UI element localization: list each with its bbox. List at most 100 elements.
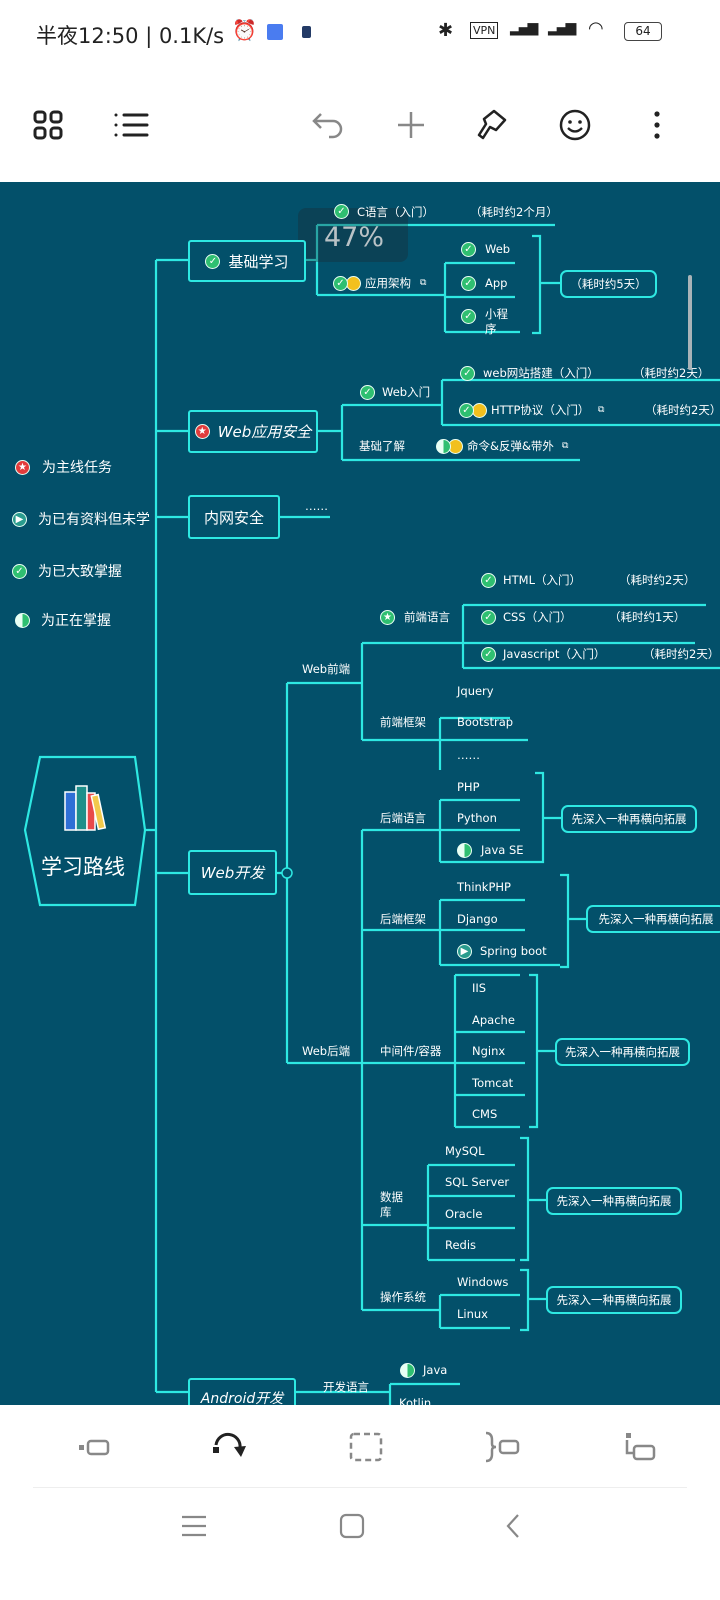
root-node-shape[interactable] [23, 755, 147, 907]
cat-icon [302, 26, 311, 38]
check-icon: ✓ [12, 564, 27, 579]
legend-main-task: 为主线任务 [42, 460, 112, 476]
node-backend-fw[interactable]: 后端框架 [380, 912, 426, 926]
alarm-icon: ⏰ [232, 18, 257, 42]
books-icon [64, 783, 112, 831]
bottom-toolbar [0, 1405, 720, 1600]
summary-advice[interactable]: 先深入一种再横向拓展 [561, 805, 697, 833]
wifi-icon: ◠ [588, 18, 604, 39]
summary-arch-time[interactable]: （耗时约5天） [560, 270, 657, 298]
node-web-site[interactable]: web网站搭建（入门） [483, 366, 599, 380]
node-dev-language[interactable]: 开发语言 [323, 1380, 369, 1394]
time-note: （耗时约2个月） [470, 205, 558, 219]
list-item[interactable]: Java [423, 1363, 448, 1377]
list-item[interactable]: Django [457, 912, 498, 926]
node-middleware[interactable]: 中间件/容器 [380, 1044, 442, 1058]
boundary-icon[interactable] [346, 1429, 386, 1465]
grid-icon[interactable] [30, 107, 66, 143]
relationship-icon[interactable] [210, 1429, 250, 1465]
check-icon: ✓ [205, 253, 221, 269]
list-item[interactable]: CMS [472, 1107, 498, 1121]
node-mini-program[interactable]: 小程序 [485, 307, 508, 336]
more-icon[interactable] [639, 107, 675, 143]
node-database[interactable]: 数据库 [380, 1190, 403, 1219]
outline-icon[interactable] [113, 107, 149, 143]
emoji-icon[interactable] [557, 107, 593, 143]
list-item[interactable]: Redis [445, 1238, 477, 1252]
collapse-toggle[interactable] [281, 867, 293, 879]
node-os[interactable]: 操作系统 [380, 1290, 426, 1304]
node-basics[interactable]: 基础了解 [359, 439, 405, 453]
check-icon: ✓ [481, 647, 496, 662]
mindmap-canvas[interactable]: 47% ★ 为主线任务 ▶ 为已有资料但未学 ✓ 为已大致掌握 为正在掌握 学习… [0, 182, 720, 1405]
list-item[interactable]: Tomcat [472, 1076, 514, 1090]
node-basic-learning[interactable]: ✓基础学习 [188, 240, 306, 282]
insert-sibling-icon[interactable] [74, 1429, 114, 1465]
node-web[interactable]: Web [485, 242, 511, 256]
summary-advice[interactable]: 先深入一种再横向拓展 [586, 905, 720, 933]
node-css[interactable]: CSS（入门） [503, 610, 572, 624]
summary-advice[interactable]: 先深入一种再横向拓展 [546, 1286, 682, 1314]
play-icon: ▶ [457, 944, 472, 959]
undo-icon[interactable] [310, 107, 346, 143]
red-star-icon: ★ [15, 460, 30, 475]
node-label: Web开发 [200, 864, 265, 882]
list-item[interactable]: …… [457, 748, 480, 762]
insert-child-icon[interactable] [620, 1429, 660, 1465]
check-icon: ✓ [481, 610, 496, 625]
link-icon[interactable]: ⧉ [598, 405, 605, 415]
summary-label: 先深入一种再横向拓展 [556, 1194, 672, 1208]
node-app-architecture[interactable]: 应用架构 [365, 276, 411, 290]
node-frontend-fw[interactable]: 前端框架 [380, 715, 426, 729]
node-frontend-lang[interactable]: 前端语言 [404, 610, 450, 624]
check-icon: ✓ [461, 242, 476, 257]
style-brush-icon[interactable] [474, 107, 510, 143]
list-item[interactable]: Windows [457, 1275, 509, 1289]
node-cmd[interactable]: 命令&反弹&带外 [467, 439, 554, 453]
node-c-language[interactable]: C语言（入门） [357, 205, 435, 219]
node-web-intro[interactable]: Web入门 [382, 385, 431, 399]
node-http[interactable]: HTTP协议（入门） [491, 403, 590, 417]
add-icon[interactable] [393, 107, 429, 143]
link-icon[interactable]: ⧉ [562, 441, 569, 451]
node-android-dev[interactable]: Android开发 [188, 1378, 296, 1405]
check-icon: ✓ [334, 204, 349, 219]
check-icon: ✓ [360, 385, 375, 400]
list-item[interactable]: Linux [457, 1307, 488, 1321]
node-app[interactable]: App [485, 276, 508, 290]
list-item[interactable]: Oracle [445, 1207, 483, 1221]
list-item[interactable]: Kotlin [399, 1396, 432, 1405]
list-item[interactable]: Python [457, 811, 497, 825]
legend-unlearned: 为已有资料但未学 [38, 512, 150, 528]
root-node[interactable]: 学习路线 [41, 855, 125, 879]
node-intranet-security[interactable]: 内网安全 [188, 495, 280, 539]
node-web-backend[interactable]: Web后端 [302, 1044, 351, 1058]
list-item[interactable]: Jquery [457, 684, 494, 698]
node-more[interactable]: …… [305, 499, 328, 513]
node-web-app-security[interactable]: ★Web应用安全 [188, 410, 318, 453]
list-item[interactable]: SQL Server [445, 1175, 510, 1189]
battery-icon: 64 [624, 22, 662, 41]
vertical-scrollbar[interactable] [688, 275, 692, 370]
list-item[interactable]: Bootstrap [457, 715, 514, 729]
list-item[interactable]: MySQL [445, 1144, 485, 1158]
list-item[interactable]: PHP [457, 780, 480, 794]
summary-advice[interactable]: 先深入一种再横向拓展 [546, 1187, 682, 1215]
node-backend-lang[interactable]: 后端语言 [380, 811, 426, 825]
node-html[interactable]: HTML（入门） [503, 573, 582, 587]
list-item[interactable]: Nginx [472, 1044, 506, 1058]
link-icon[interactable]: ⧉ [420, 278, 427, 288]
back-icon[interactable] [493, 1511, 533, 1541]
menu-icon[interactable] [174, 1511, 214, 1541]
list-item[interactable]: IIS [472, 981, 487, 995]
list-item[interactable]: Spring boot [480, 944, 547, 958]
node-javascript[interactable]: Javascript（入门） [503, 647, 606, 661]
summary-icon[interactable] [482, 1429, 522, 1465]
list-item[interactable]: ThinkPHP [457, 880, 511, 894]
summary-advice[interactable]: 先深入一种再横向拓展 [555, 1038, 690, 1066]
list-item[interactable]: Java SE [481, 843, 524, 857]
home-icon[interactable] [332, 1511, 372, 1541]
node-web-frontend[interactable]: Web前端 [302, 662, 351, 676]
list-item[interactable]: Apache [472, 1013, 515, 1027]
node-web-dev[interactable]: Web开发 [188, 850, 277, 895]
